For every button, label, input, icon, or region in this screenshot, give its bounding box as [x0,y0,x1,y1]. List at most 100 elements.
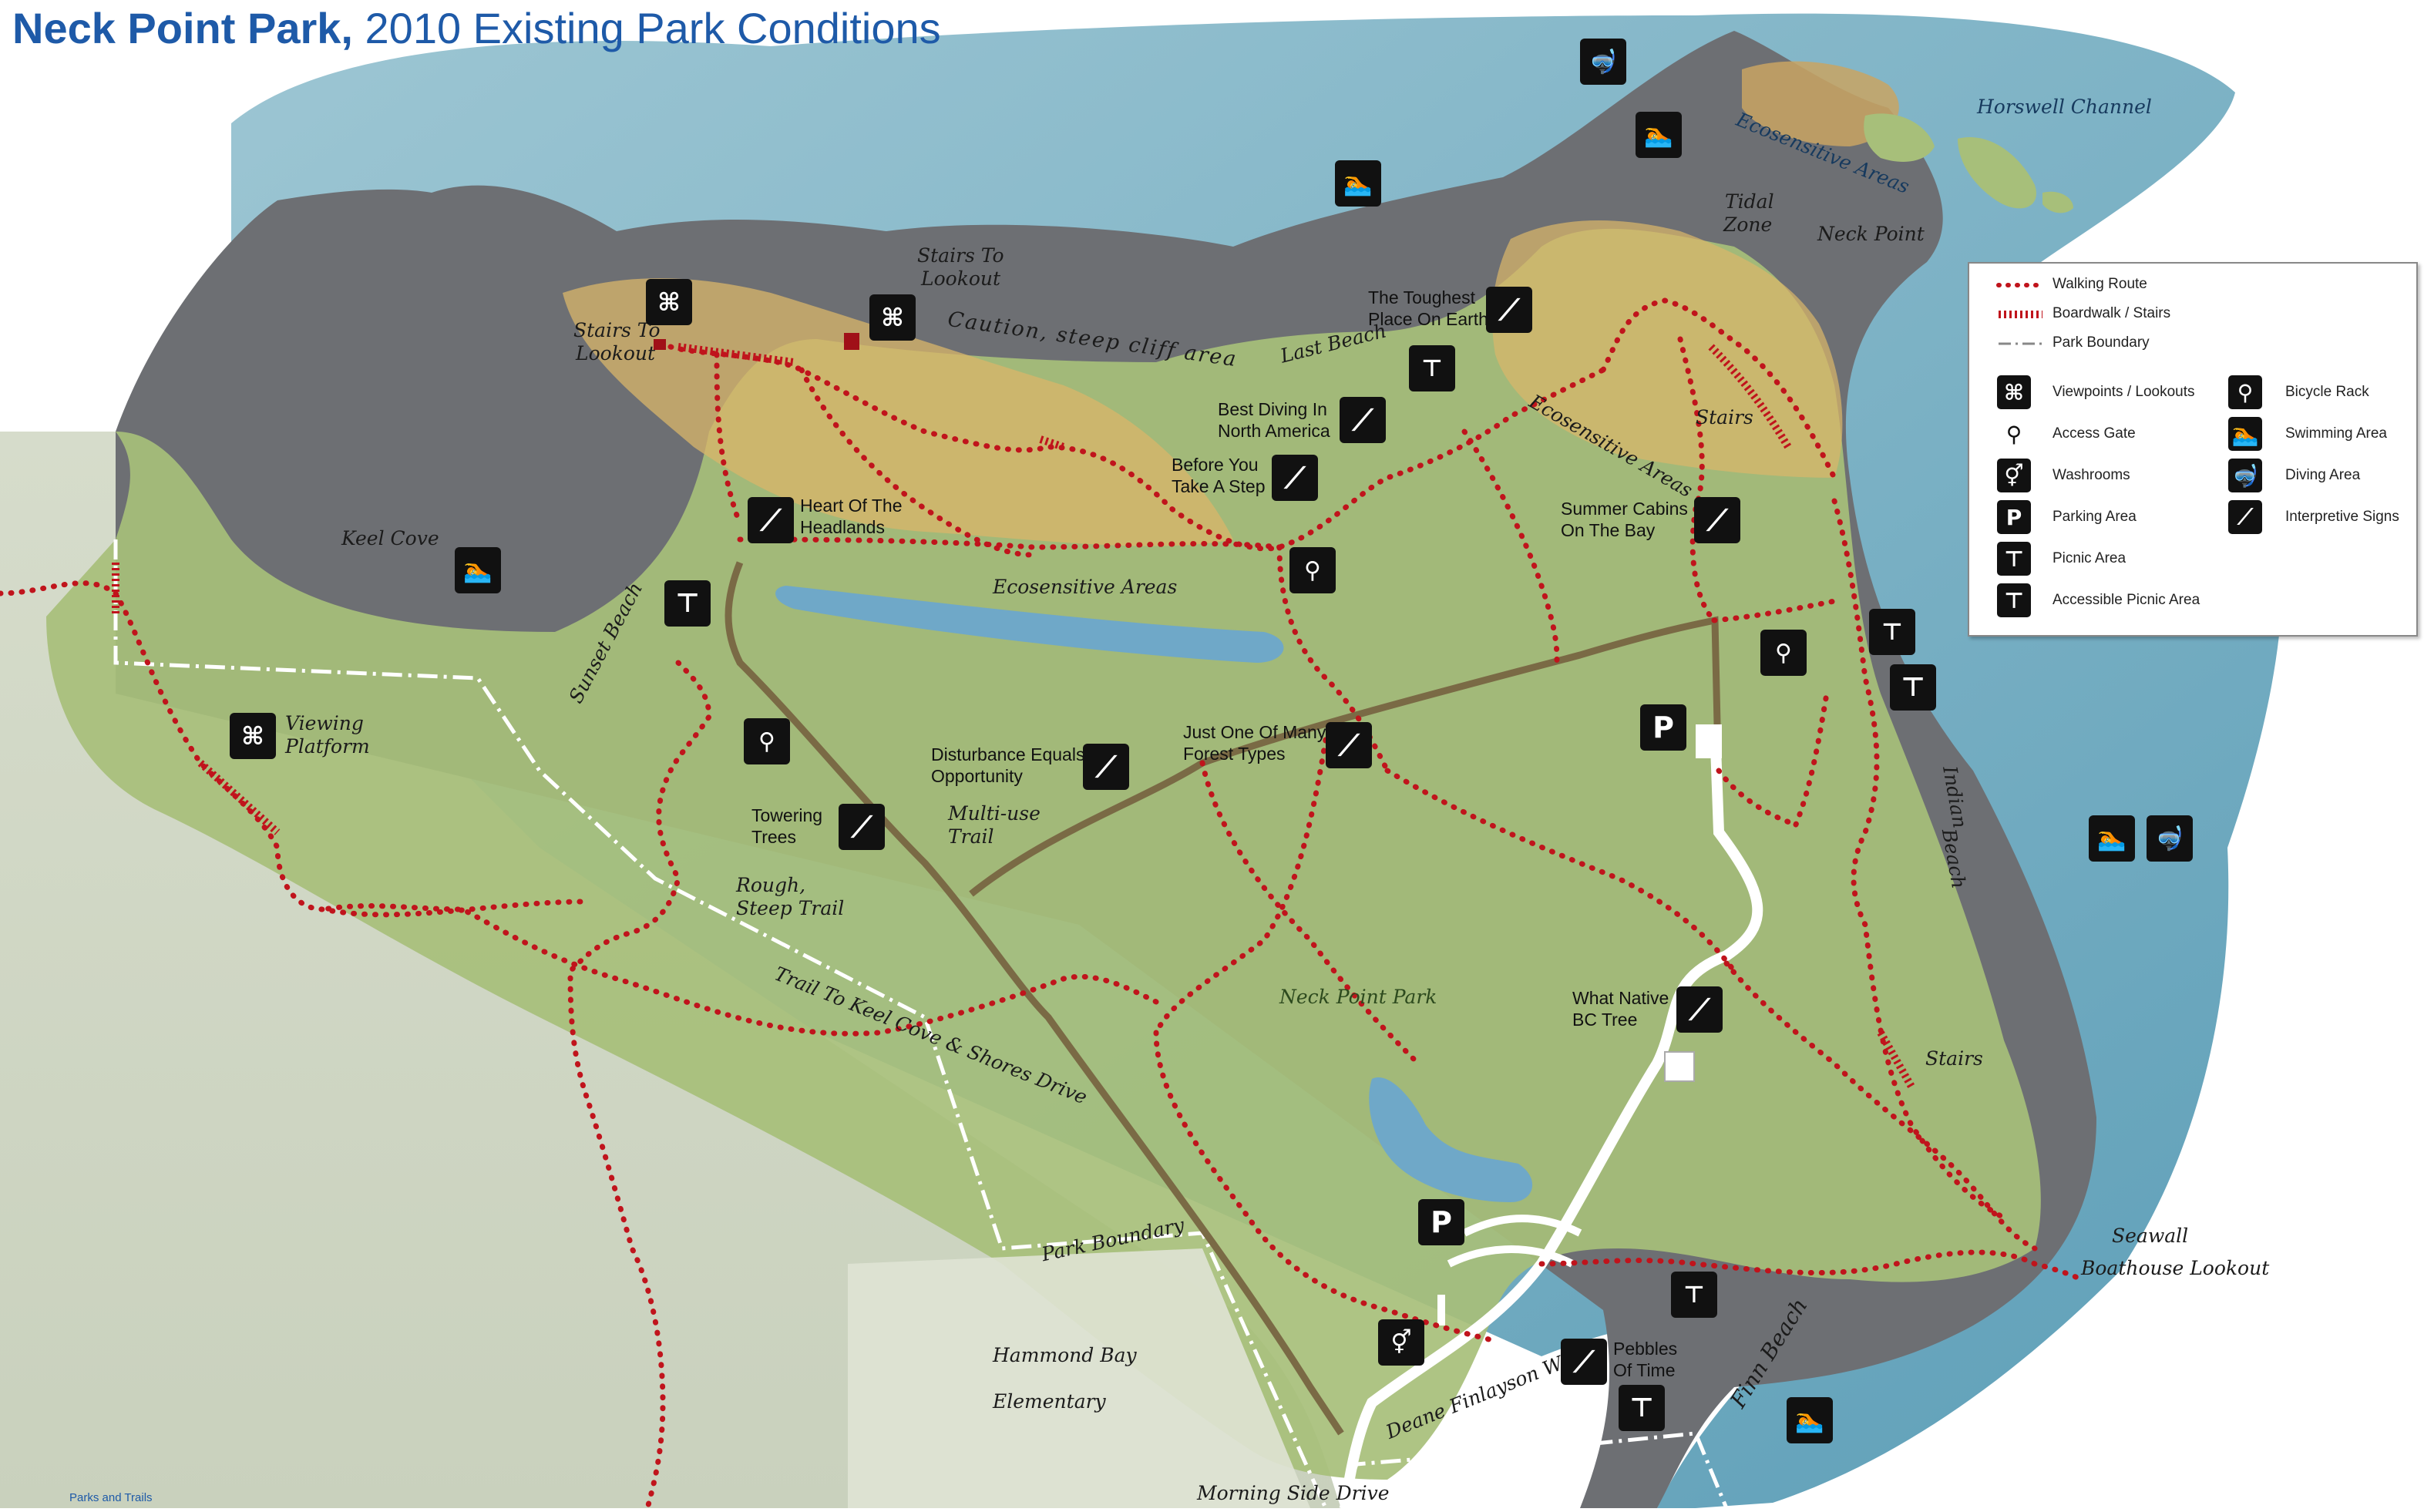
label-stairs-lookout-b-line2: Lookout [576,342,656,365]
legend-boardwalk: Boardwalk / Stairs [2052,305,2171,321]
label-multi-use-line2: Trail [948,825,994,848]
accessible-picnic-icon: ⊤ [1869,609,1915,655]
pond-south [1369,1077,1533,1202]
lookout-marker-1 [654,339,666,350]
pond-north [775,586,1284,663]
label-hammond-line2: Elementary [993,1390,1106,1413]
road-main [1340,724,1763,1509]
legend-parking-area: Parking Area [2052,509,2137,525]
label-neck-point-park: Neck Point Park [1279,986,1437,1008]
label-tidal: Tidal [1725,190,1774,213]
swimming-area-icon: 🏊 [2228,417,2262,451]
interpretive-sign-icon: ⟋ [1326,722,1372,768]
viewpoint-binoculars-icon: ⌘ [646,279,692,325]
sign-pebbles-line2: Of Time [1613,1359,1676,1380]
sign-heart-line1: Heart Of The [800,496,903,516]
picnic-area-icon: ⊤ [1890,664,1936,711]
interpretive-sign-icon: ⟋ [1083,744,1129,790]
legend-park-boundary: Park Boundary [2052,334,2150,351]
sign-native-line2: BC Tree [1572,1009,1638,1030]
sign-step-line2: Take A Step [1172,475,1266,496]
swimming-area-icon: 🏊 [1335,160,1381,207]
label-multi-use-line1: Multi-use [948,802,1041,825]
label-neck-point: Neck Point [1817,223,1925,245]
eco-area-east [1492,220,1843,478]
sign-diving-line1: Best Diving In [1218,399,1327,419]
parking-lot-lines [1437,1215,1582,1326]
eco-area-west [563,278,1233,546]
sign-cabins-line1: Summer Cabins [1561,499,1688,519]
page-footer: Parks and Trails [0,1491,2424,1508]
sign-disturb-line2: Opportunity [931,765,1023,786]
interpretive-sign-icon: ⟋ [1694,497,1740,543]
walking-routes [0,297,2084,1511]
sign-heart-line2: Headlands [800,516,885,537]
accessible-picnic-icon: ⊤ [1997,583,2031,617]
park-land [46,228,2041,1480]
sign-toughest-line2: Place On Earth [1368,308,1488,329]
map-title: Neck Point Park, 2010 Existing Park Cond… [12,3,941,53]
legend-bicycle-rack: Bicycle Rack [2285,384,2369,400]
legend-viewpoints: Viewpoints / Lookouts [2052,384,2195,400]
lookout-marker-2 [844,333,859,350]
diving-area-icon: 🤿 [2147,815,2193,862]
title-park-name: Neck Point Park, [12,4,353,52]
sign-before-you-step: Before You Take A Step [1172,455,1265,497]
washrooms-icon: ⚥ [1378,1319,1424,1366]
sign-forest-types: Just One Of Many Forest Types [1183,722,1326,764]
eco-island-3 [1958,137,2036,209]
parking-area-icon: P [1997,500,2031,534]
swimming-area-icon: 🏊 [455,547,501,593]
park-boundary-south [1339,1431,1729,1509]
school-grounds [848,1248,1310,1508]
parking-area-icon: P [1418,1199,1464,1245]
swimming-area-icon: 🏊 [1636,112,1682,158]
label-stairs-lookout-b-line1: Stairs To [573,319,661,341]
legend-diving-area: Diving Area [2285,467,2361,483]
interpretive-sign-icon: ⟋ [1272,455,1318,501]
sign-toughest-line1: The Toughest [1368,287,1475,307]
sign-native-line1: What Native [1572,988,1669,1008]
sign-summer-cabins: Summer Cabins On The Bay [1561,499,1688,541]
bicycle-rack-icon: ⚲ [744,718,790,764]
picnic-area-icon: ⊤ [1997,542,2031,576]
eco-island-1 [1742,61,1899,146]
park-boundary-line [113,539,1328,1510]
bc-tree-marker [1664,1051,1695,1082]
interpretive-sign-icon: ⟋ [748,497,794,543]
interpretive-sign-icon: ⟋ [1486,287,1532,333]
sign-pebbles-of-time: Pebbles Of Time [1613,1339,1677,1381]
viewpoint-binoculars-icon: ⌘ [230,713,276,759]
eco-island-2 [1864,113,1935,162]
sign-step-line1: Before You [1172,455,1259,475]
label-stairs-lookout-a-line2: Lookout [921,267,1001,290]
eco-island-4 [2042,191,2073,213]
diving-area-icon: 🤿 [2228,459,2262,492]
sign-disturbance: Disturbance Equals Opportunity [931,744,1084,787]
sign-towering-trees: Towering Trees [751,805,822,848]
sign-cabins-line2: On The Bay [1561,519,1656,540]
label-viewing-line1: Viewing [285,712,364,734]
sign-towering-line2: Trees [751,826,796,847]
sign-disturb-line1: Disturbance Equals [931,744,1085,764]
interpretive-sign-icon: ⟋ [1676,986,1723,1033]
label-hammond-line1: Hammond Bay [993,1344,1137,1366]
picnic-area-icon: ⊤ [1619,1385,1665,1431]
label-stairs-lookout-a-line1: Stairs To [917,244,1004,267]
legend-accessible-picnic: Accessible Picnic Area [2052,592,2200,608]
sign-diving-line2: North America [1218,420,1330,441]
map-legend: Walking Route Boardwalk / Stairs Park Bo… [1968,262,2418,637]
label-viewing-line2: Platform [285,735,370,758]
legend-line-samples [1996,283,2045,345]
swimming-area-icon: 🏊 [1787,1397,1833,1443]
sign-heart-of-headlands: Heart Of The Headlands [800,496,903,538]
bicycle-rack-icon: ⚲ [2228,375,2262,409]
label-morning-side-drive: Morning Side Drive [1197,1482,1390,1504]
boardwalks [112,343,1915,1089]
label-rough-line1: Rough, [736,874,806,896]
interpretive-sign-icon: ⟋ [1561,1339,1607,1385]
sign-forest-line1: Just One Of Many [1183,722,1326,742]
label-ecosensitive-middle: Ecosensitive Areas [993,576,1178,598]
